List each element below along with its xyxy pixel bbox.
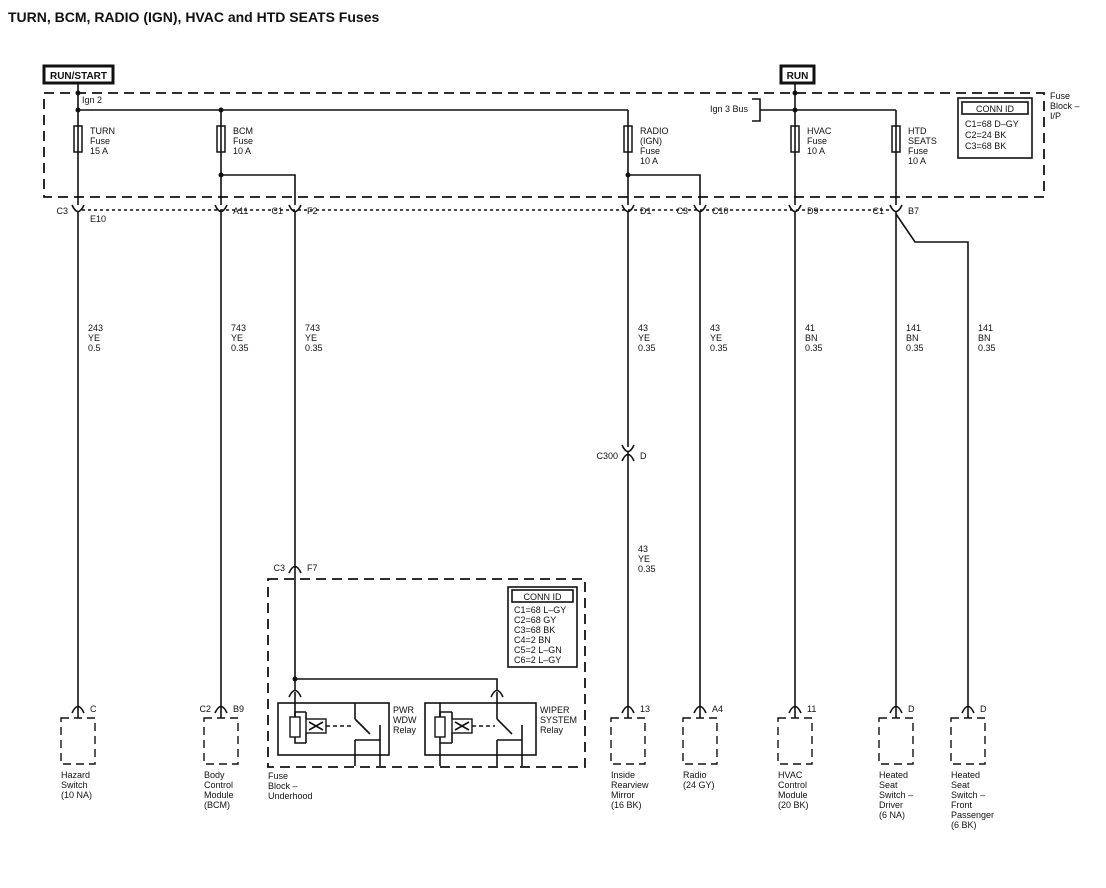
svg-text:D: D <box>640 451 647 461</box>
svg-text:PWR WDW Relay: PWR WDW Relay <box>393 705 419 735</box>
svg-text:C300: C300 <box>596 451 618 461</box>
svg-text:Inside Rearview Mi: Inside Rearview Mirror (16 BK) <box>611 770 651 810</box>
svg-text:C1: C1 <box>271 206 283 216</box>
svg-text:Heated Seat Switch: Heated Seat Switch – Front Passenger (6 … <box>951 770 997 830</box>
svg-text:RADIO (IGN) Fuse: RADIO (IGN) Fuse 10 A <box>640 126 671 166</box>
svg-text:C3: C3 <box>56 206 68 216</box>
svg-text:C3: C3 <box>676 206 688 216</box>
svg-text:F2: F2 <box>307 206 318 216</box>
component-heated-seat-switch-driver: D Heated Seat Switch – Driver (6 NA) <box>878 704 916 820</box>
svg-text:HVAC Control Modul: HVAC Control Module (20 BK) <box>778 770 810 810</box>
top-connectors: C3 E10 A11 C1 F2 D1 C3 C10 D9 C1 B7 <box>56 204 919 224</box>
svg-text:Body Control Modul: Body Control Module (BCM) <box>204 770 236 810</box>
svg-text:F7: F7 <box>307 563 318 573</box>
underhood-entry-connector: C3 F7 <box>273 563 318 690</box>
ign3-bus: Ign 3 Bus <box>710 83 897 126</box>
conn-id-box-underhood: CONN ID C1=68 L–GY C2=68 GY C3=68 BK C4=… <box>507 586 578 668</box>
svg-text:Heated Seat Switch: Heated Seat Switch – Driver (6 NA) <box>879 770 916 820</box>
svg-text:11: 11 <box>807 704 816 714</box>
svg-text:RUN/START: RUN/START <box>50 71 107 82</box>
svg-text:Ign 3 Bus: Ign 3 Bus <box>710 104 749 114</box>
svg-text:E10: E10 <box>90 214 106 224</box>
svg-text:Hazard Switch (10: Hazard Switch (10 NA) <box>61 770 93 800</box>
fuse-hvac: HVAC Fuse 10 A <box>790 125 834 156</box>
svg-text:C1=68 D–GY C2=24 BK: C1=68 D–GY C2=24 BK C3=68 BK <box>965 119 1021 151</box>
svg-text:C1=68 L–GY C2=68 GY: C1=68 L–GY C2=68 GY C3=68 BK C4=2 BN C5=… <box>514 605 569 665</box>
svg-text:D1: D1 <box>640 206 652 216</box>
fuse-bcm: BCM Fuse 10 A <box>216 125 256 156</box>
svg-text:B7: B7 <box>908 206 919 216</box>
fuse-radio-ign: RADIO (IGN) Fuse 10 A <box>623 125 671 166</box>
svg-text:C3: C3 <box>273 563 285 573</box>
svg-text:C2: C2 <box>199 704 211 714</box>
svg-text:D: D <box>980 704 987 714</box>
component-radio: A4 Radio (24 GY) <box>682 704 723 790</box>
svg-text:Fuse Block – I/P: Fuse Block – I/P <box>1050 91 1082 121</box>
run-label: RUN <box>779 64 816 85</box>
fuse-block-underhood: Fuse Block – Underhood <box>267 578 586 801</box>
svg-text:C1: C1 <box>872 206 884 216</box>
svg-text:RUN: RUN <box>787 71 809 82</box>
fuse-htd-seats: HTD SEATS Fuse 10 A <box>891 125 939 166</box>
component-bcm: C2 B9 Body Control Module (BCM) <box>199 704 244 810</box>
fuse-block-internal-wiring <box>77 152 897 205</box>
svg-text:Radio (24 GY): Radio (24 GY) <box>683 770 715 790</box>
component-heated-seat-switch-front-passenger: D Heated Seat Switch – Front Passenger (… <box>950 704 997 830</box>
diagram-title: TURN, BCM, RADIO (IGN), HVAC and HTD SEA… <box>8 9 379 25</box>
ign2-bus: Ign 2 <box>75 83 629 126</box>
svg-text:13: 13 <box>640 704 650 714</box>
conn-id-box-ip: CONN ID C1=68 D–GY C2=24 BK C3=68 BK <box>957 97 1033 159</box>
svg-text:Ign 2: Ign 2 <box>82 95 102 105</box>
svg-text:D9: D9 <box>807 206 819 216</box>
svg-text:Fuse Block – Under: Fuse Block – Underhood <box>268 771 313 801</box>
svg-text:HVAC Fuse 10 A: HVAC Fuse 10 A <box>807 126 834 156</box>
svg-text:HTD SEATS Fuse: HTD SEATS Fuse 10 A <box>908 126 939 166</box>
component-hazard-switch: C Hazard Switch (10 NA) <box>60 704 97 800</box>
svg-text:D: D <box>908 704 915 714</box>
run-start-label: RUN/START <box>42 64 115 85</box>
wire-runs <box>77 212 969 705</box>
svg-text:C10: C10 <box>712 206 729 216</box>
component-inside-rearview-mirror: 13 Inside Rearview Mirror (16 BK) <box>610 704 651 810</box>
svg-text:WIPER SYSTEM Relay: WIPER SYSTEM Relay <box>540 705 580 735</box>
relay-feed-wiring <box>288 676 504 698</box>
svg-text:C: C <box>90 704 97 714</box>
svg-text:CONN ID: CONN ID <box>976 104 1015 114</box>
svg-text:BCM Fuse 10 A: BCM Fuse 10 A <box>233 126 256 156</box>
component-hvac-control-module: 11 HVAC Control Module (20 BK) <box>777 704 816 810</box>
svg-text:A4: A4 <box>712 704 723 714</box>
svg-text:B9: B9 <box>233 704 244 714</box>
relay-wiper-system: WIPER SYSTEM Relay <box>424 692 580 766</box>
svg-text:TURN Fuse 15 A: TURN Fuse 15 A <box>90 126 118 156</box>
fuse-block-ip: Fuse Block – I/P <box>43 91 1082 198</box>
inline-connector-c300: C300 D <box>596 444 647 462</box>
relay-pwr-wdw: PWR WDW Relay <box>277 692 419 766</box>
fuse-turn: TURN Fuse 15 A <box>73 125 118 156</box>
svg-text:CONN ID: CONN ID <box>524 592 563 602</box>
svg-text:A11: A11 <box>233 206 248 216</box>
